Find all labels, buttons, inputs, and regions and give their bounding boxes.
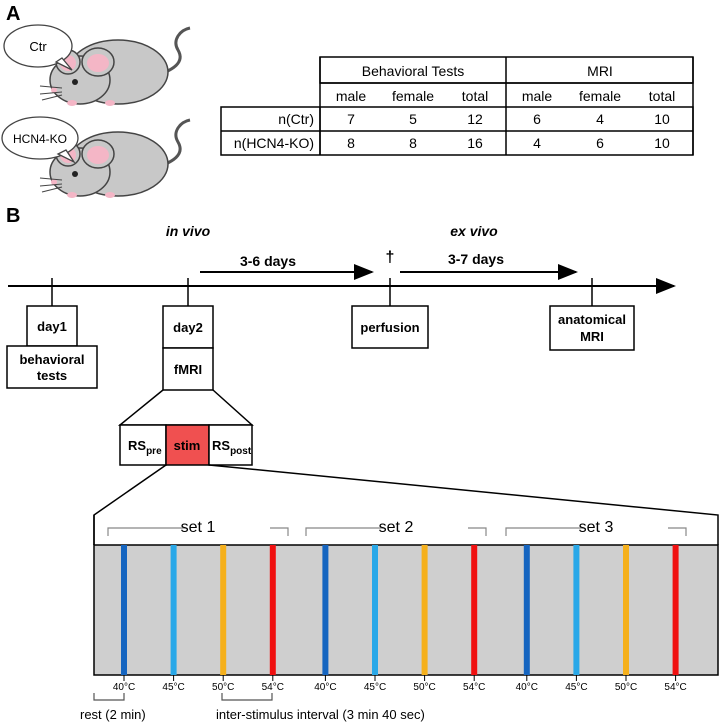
stimulus-temperatures: 40°C 45°C 50°C 54°C 40°C 45°C 50°C 54°C 40°C 45°C… [113,682,687,693]
rs-post-box [208,424,253,466]
set-1-label: set 1 [181,519,216,536]
isi-bracket [221,693,273,701]
stimulus-temperature-label: 54°C [262,682,284,693]
stimulus-temperature-label: 50°C [212,682,234,693]
rs-post-main: RS [212,438,230,453]
rs-post-label: RSpost [212,438,252,457]
table-subheader: total [649,88,675,104]
stimulus-temperature-label: 50°C [413,682,435,693]
stimulus-bar [322,545,329,675]
speech-bubble-ctr: Ctr [3,24,73,71]
table-cell: 10 [654,111,670,127]
table-cell: 8 [347,135,355,151]
table-cell: 4 [596,111,604,127]
table-cell: 6 [533,111,541,127]
table-cell: 7 [347,111,355,127]
set-2-label: set 2 [379,519,414,536]
rest-label: rest (2 min) [80,707,146,722]
table-header-mri: MRI [587,63,613,79]
table-subheader: male [336,88,367,104]
table-subheader: male [522,88,553,104]
perfusion-box [351,305,429,349]
stimulus-temperature-label: 54°C [664,682,686,693]
stimulus-bars [121,545,679,675]
stimulus-bar [220,545,227,675]
stimulus-temperature-label: 45°C [565,682,587,693]
table-cell: 5 [409,111,417,127]
table-cell: 12 [467,111,483,127]
table-cell: 8 [409,135,417,151]
anatomical-label: anatomical [558,312,626,327]
table-cell: 4 [533,135,541,151]
set-3-label: set 3 [579,519,614,536]
stimulus-bar [121,545,127,675]
day2-box [162,305,214,349]
stimulus-temperature-label: 40°C [314,682,336,693]
stimulus-bar [672,545,679,675]
panel-b-label: B [6,205,20,227]
stimulus-temperature-label: 50°C [615,682,637,693]
stimulus-bar [269,545,276,675]
rs-pre-sub: pre [146,446,162,457]
speech-bubble-ctr-label: Ctr [29,39,47,54]
speech-bubble-hcn4ko-label: HCN4-KO [13,132,67,146]
rs-post-sub: post [230,446,252,457]
stimulus-temperature-label: 45°C [162,682,184,693]
sample-size-table [220,56,694,156]
dagger-symbol: † [386,249,395,266]
stimulus-bar [623,545,629,675]
table-row-label: n(HCN4-KO) [234,135,314,151]
interval-3-6-days: 3-6 days [240,253,296,269]
stimulus-temperature-label: 40°C [516,682,538,693]
stimulus-ticks [123,675,677,681]
day1-box [26,305,78,347]
stimulus-bar [471,545,478,675]
table-cell: 10 [654,135,670,151]
table-row-label: n(Ctr) [278,111,314,127]
table-subheader: female [579,88,621,104]
perfusion-label: perfusion [360,320,419,335]
stimulus-temperature-label: 40°C [113,682,135,693]
stimulus-bar [170,545,177,675]
table-cell: 6 [596,135,604,151]
table-cell: 16 [467,135,483,151]
tests-label: tests [37,368,67,383]
ex-vivo-label: ex vivo [450,223,498,239]
stim-label: stim [174,438,201,453]
behavioral-tests-box [6,345,98,389]
table-subheader: female [392,88,434,104]
speech-bubble-hcn4ko: HCN4-KO [1,116,79,164]
mouse-ctr-illustration [39,26,191,106]
behavioral-label: behavioral [19,352,84,367]
in-vivo-label: in vivo [166,223,211,239]
table-header-behavioral: Behavioral Tests [362,63,464,79]
day2-label: day2 [173,320,203,335]
stimulus-bar [372,545,378,675]
stimulus-block [93,544,719,676]
stimulus-bar [421,545,428,675]
isi-label: inter-stimulus interval (3 min 40 sec) [216,707,425,722]
day1-label: day1 [37,319,67,334]
fmri-box [162,347,214,391]
stimulus-bar [523,545,530,675]
anatomical-mri-box [549,305,635,351]
rs-pre-label: RSpre [128,438,162,457]
panel-a-label: A [6,3,20,25]
fmri-label: fMRI [174,362,202,377]
stimulus-bar [573,545,580,675]
table-subheader: total [462,88,488,104]
rest-bracket [93,693,125,701]
stimulus-temperature-label: 45°C [364,682,386,693]
stimulus-temperature-label: 54°C [463,682,485,693]
interval-3-7-days: 3-7 days [448,251,504,267]
mri-label: MRI [580,329,604,344]
rs-pre-main: RS [128,438,146,453]
zoom-fmri [117,389,254,426]
